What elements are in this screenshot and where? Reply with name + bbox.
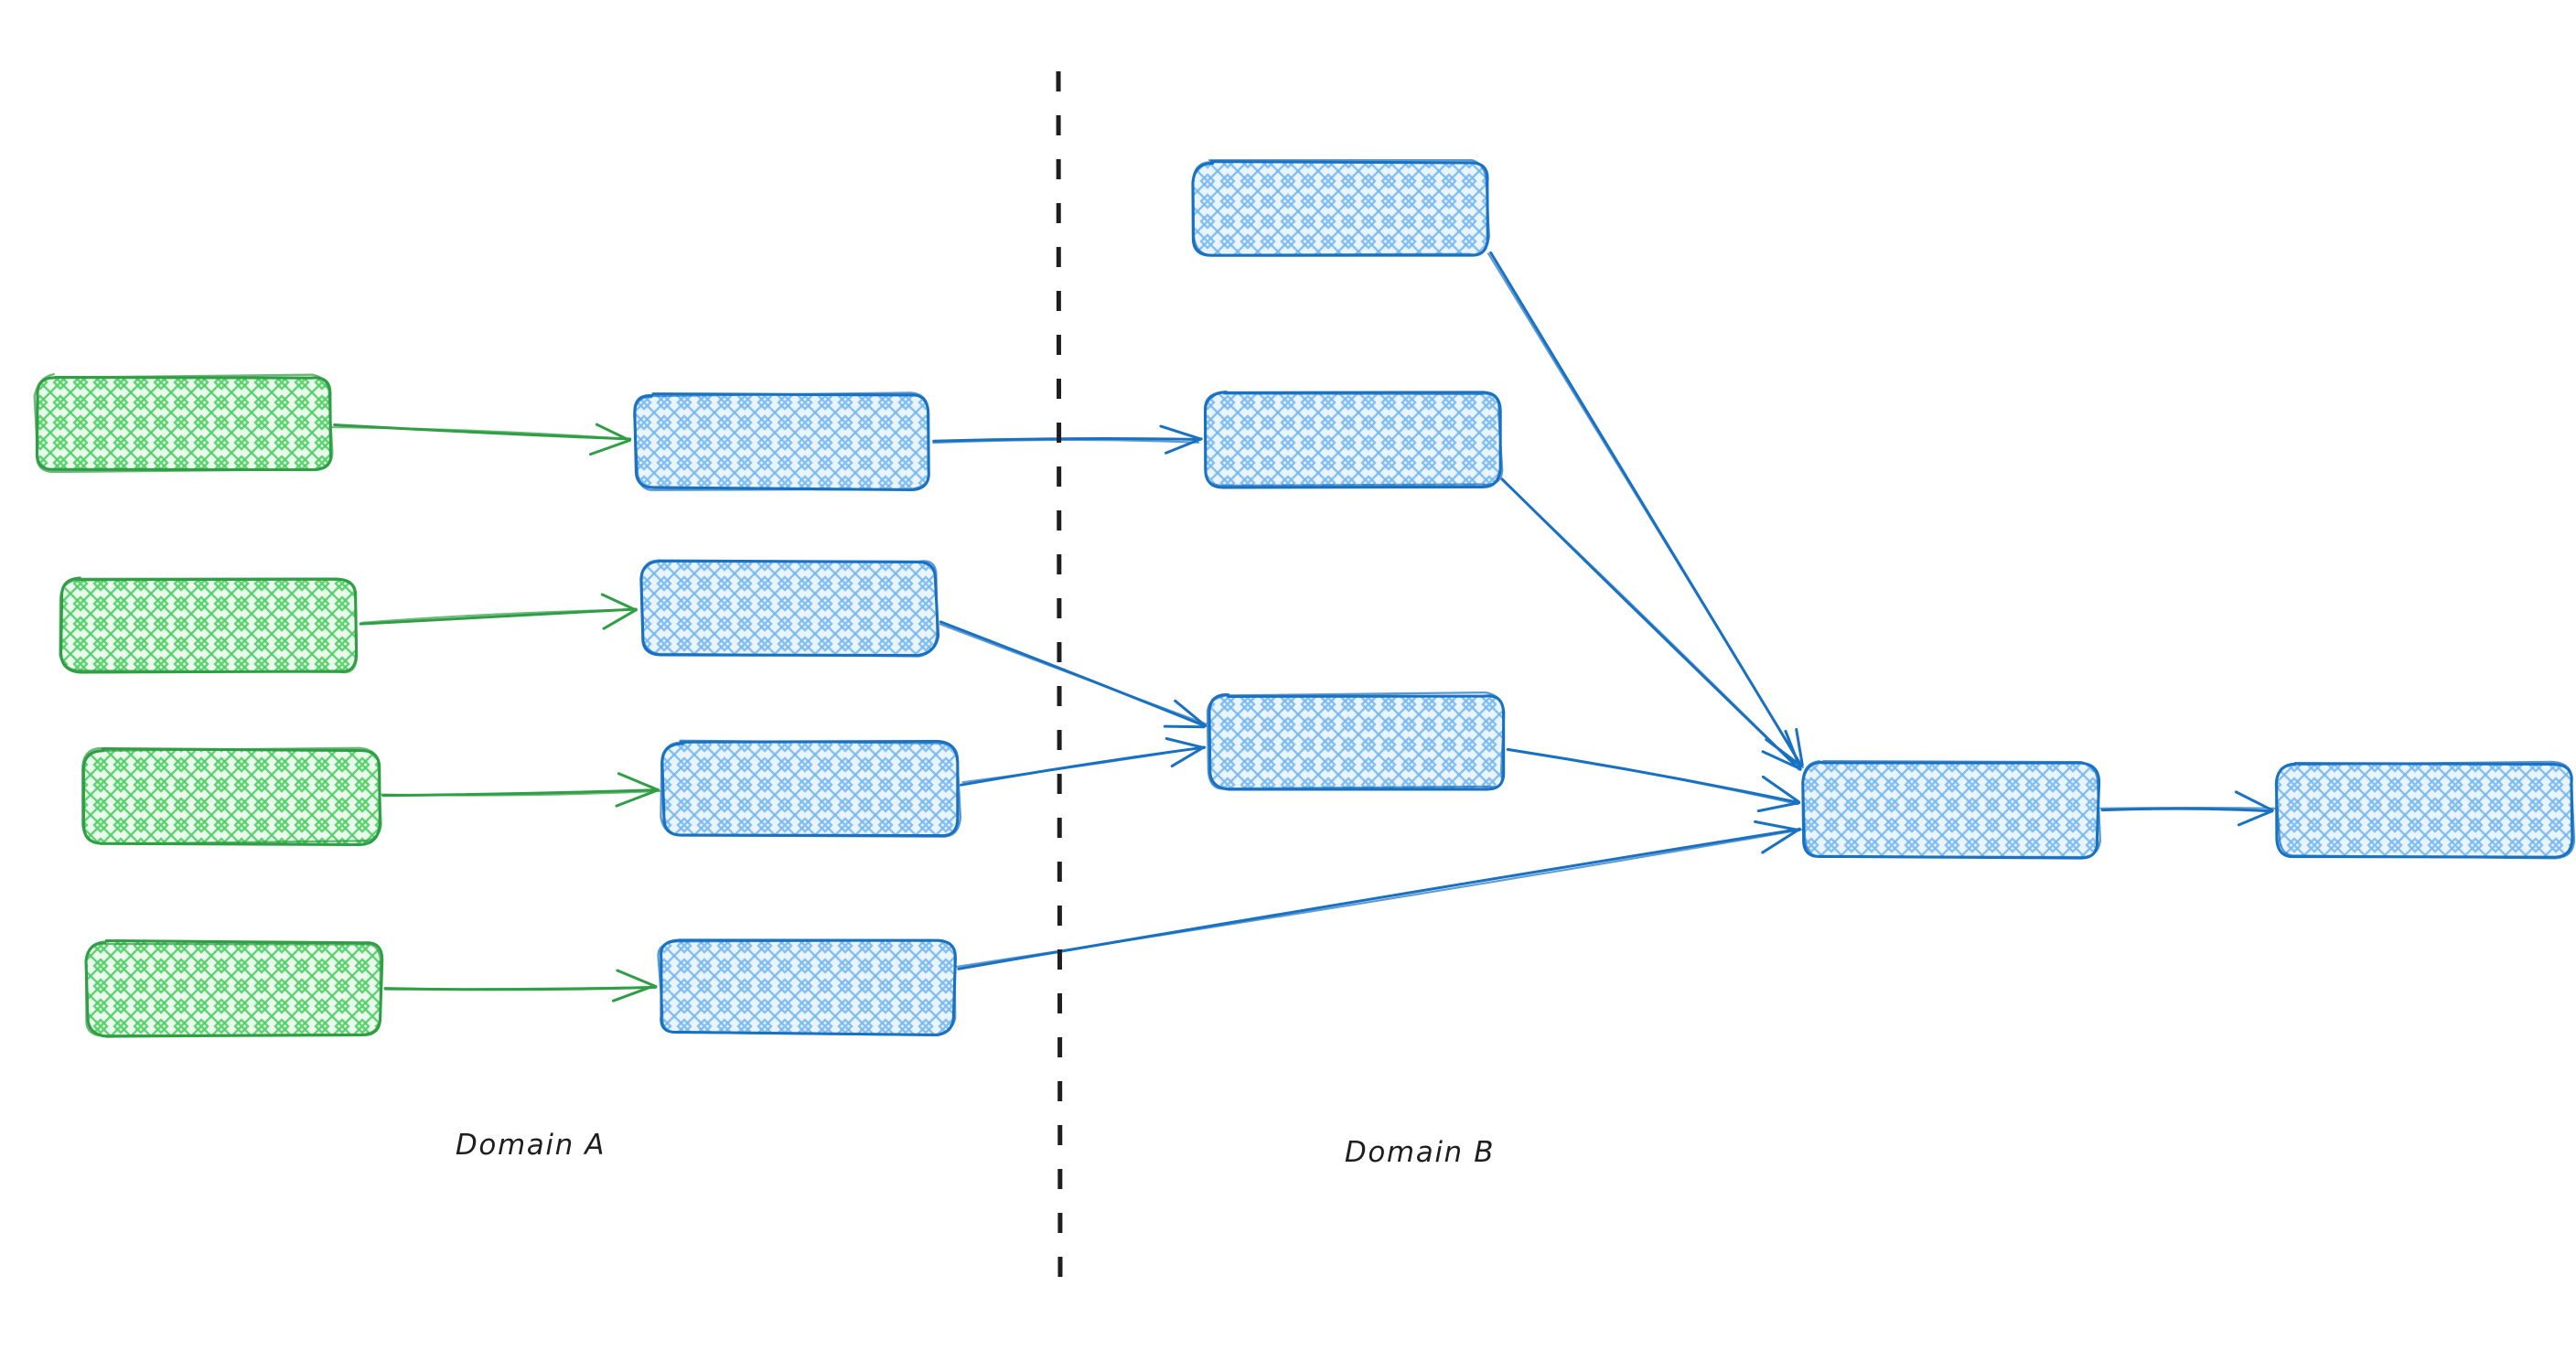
diagram-edge[interactable] xyxy=(932,424,1203,455)
node-outline xyxy=(33,372,334,474)
edge-arrowhead xyxy=(1159,424,1203,441)
edge-arrowhead xyxy=(1784,729,1802,771)
node-hatch-fill xyxy=(87,942,381,1035)
node-outline xyxy=(639,559,939,658)
diagram-edge[interactable] xyxy=(380,772,661,808)
diagram-node[interactable] xyxy=(80,746,382,847)
edge-arrowhead xyxy=(1761,750,1801,770)
edge-arrowhead xyxy=(1165,437,1203,455)
node-hatch-fill xyxy=(635,395,929,488)
diagram-node[interactable] xyxy=(631,391,933,492)
edge-arrowhead xyxy=(1163,724,1206,729)
edge-shaft xyxy=(1501,479,1802,772)
diagram-edge[interactable] xyxy=(1500,477,1802,772)
node-outline xyxy=(2274,760,2576,860)
node-hatch-fill xyxy=(1209,695,1504,788)
node-outline xyxy=(84,940,382,1037)
domain-label-domain-b: Domain B xyxy=(1345,1136,1495,1169)
edge-arrowhead xyxy=(1761,827,1801,854)
diagram-edge[interactable] xyxy=(383,969,658,1002)
edge-arrowhead xyxy=(600,593,638,612)
node-hatch-fill xyxy=(84,750,379,843)
diagram-edge[interactable] xyxy=(331,423,632,456)
edge-shaft xyxy=(1508,748,1799,806)
labels-layer: Domain A Domain B xyxy=(456,1129,1495,1169)
node-outline xyxy=(81,746,382,845)
node-hatch-fill xyxy=(642,561,937,654)
node-hatch-fill xyxy=(1206,393,1500,487)
diagram-node[interactable] xyxy=(1190,158,1492,260)
diagram-edge[interactable] xyxy=(939,620,1208,729)
diagram-node[interactable] xyxy=(660,739,962,840)
diagram-edge[interactable] xyxy=(955,820,1803,970)
edge-shaft xyxy=(2099,806,2276,809)
node-hatch-fill xyxy=(663,743,958,836)
edge-arrowhead xyxy=(1170,745,1206,768)
edge-arrowhead xyxy=(589,439,631,456)
node-outline xyxy=(1206,691,1506,790)
nodes-layer xyxy=(33,158,2576,1039)
edge-arrowhead xyxy=(616,969,658,989)
edge-shaft xyxy=(961,746,1203,784)
edge-shaft xyxy=(932,438,1200,445)
edge-shaft xyxy=(932,437,1202,443)
edge-arrowhead xyxy=(615,788,660,808)
diagram-edge[interactable] xyxy=(2099,790,2276,827)
edge-arrowhead xyxy=(1761,775,1800,804)
node-outline xyxy=(1801,760,2102,859)
edge-arrowhead xyxy=(1165,736,1206,750)
node-hatch-fill xyxy=(2278,764,2572,857)
edge-arrowhead xyxy=(602,608,638,630)
edge-shaft xyxy=(2100,807,2274,813)
edge-shaft xyxy=(955,829,1803,968)
edge-arrowhead xyxy=(2237,809,2273,827)
edge-shaft xyxy=(384,986,655,991)
diagram-edge[interactable] xyxy=(1506,747,1801,813)
edge-shaft xyxy=(939,623,1208,725)
divider-layer xyxy=(1056,70,1063,1289)
node-outline xyxy=(1204,390,1504,488)
node-hatch-fill xyxy=(62,579,357,672)
edges-layer xyxy=(331,251,2276,1002)
diagram-edge[interactable] xyxy=(959,736,1207,787)
diagram-node[interactable] xyxy=(2274,760,2576,861)
node-hatch-fill xyxy=(660,940,955,1034)
diagram-edge[interactable] xyxy=(359,593,638,630)
domain-label-domain-a: Domain A xyxy=(456,1129,606,1162)
edge-arrowhead xyxy=(1174,699,1208,727)
edge-arrowhead xyxy=(595,423,631,443)
edge-arrowhead xyxy=(611,984,656,1002)
edge-arrowhead xyxy=(1756,801,1799,813)
diagram-edge[interactable] xyxy=(1487,251,1804,769)
diagram-node[interactable] xyxy=(639,557,940,658)
edge-arrowhead xyxy=(2234,790,2274,812)
diagram-node[interactable] xyxy=(657,937,959,1037)
edge-shaft xyxy=(360,608,638,624)
edge-shaft xyxy=(380,789,661,797)
node-outline xyxy=(633,391,930,491)
edge-arrowhead xyxy=(617,772,659,791)
node-outline xyxy=(657,938,957,1036)
edge-shaft xyxy=(331,426,631,441)
node-outline xyxy=(1192,158,1490,256)
diagram-node[interactable] xyxy=(1206,691,1508,792)
divider-dashed-line xyxy=(1056,70,1063,1289)
diagram-node[interactable] xyxy=(83,938,385,1039)
node-outline xyxy=(660,739,962,838)
edge-shaft xyxy=(1487,252,1804,769)
diagram-node[interactable] xyxy=(1800,760,2102,861)
node-hatch-fill xyxy=(37,377,331,470)
diagram-node[interactable] xyxy=(1202,390,1504,490)
diagram-node[interactable] xyxy=(33,372,335,474)
domain-divider xyxy=(1056,70,1063,1289)
node-hatch-fill xyxy=(1194,163,1488,256)
edge-arrowhead xyxy=(1754,820,1801,832)
node-outline xyxy=(59,577,359,674)
node-hatch-fill xyxy=(1804,764,2098,857)
edge-arrowhead xyxy=(1795,727,1804,766)
diagram-node[interactable] xyxy=(59,575,360,676)
